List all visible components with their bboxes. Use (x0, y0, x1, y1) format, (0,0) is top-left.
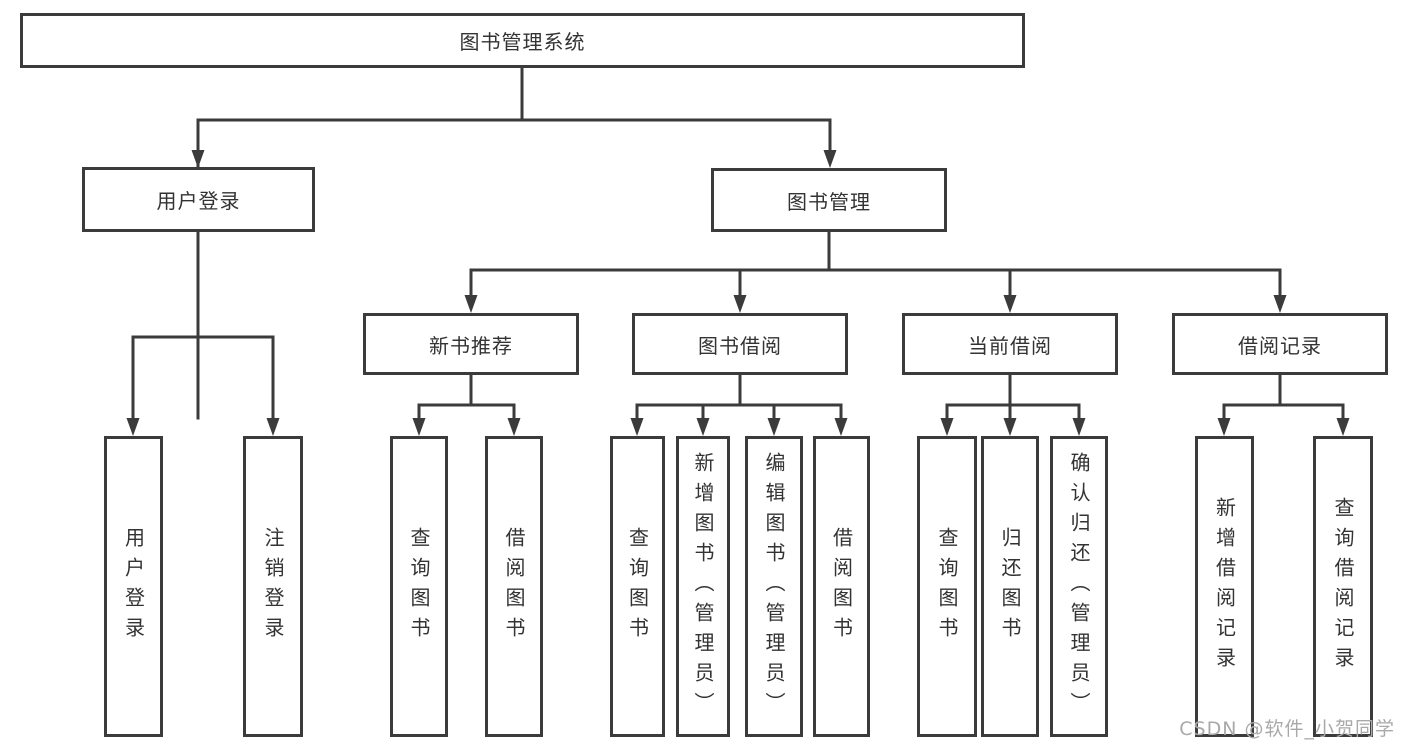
node-label: 查询借阅记录 (1331, 496, 1355, 677)
edges-borrow-records-children (1217, 373, 1350, 436)
edges-user-login-children (126, 230, 280, 436)
node-book-management: 图书管理 (711, 168, 947, 232)
node-label: 图书借阅 (698, 333, 782, 358)
node-label: 查询图书 (625, 526, 650, 647)
leaf-user-login: 用户登录 (104, 436, 163, 737)
leaf-confirm-return-admin: 确认归还（管理员） (1050, 436, 1108, 737)
node-label: 当前借阅 (968, 333, 1052, 358)
node-label: 借阅图书 (502, 526, 526, 647)
node-book-borrow: 图书借阅 (632, 313, 848, 375)
node-label: 用户登录 (121, 526, 146, 647)
leaf-query-book-recommend: 查询图书 (390, 436, 448, 737)
node-label: 新增借阅记录 (1212, 496, 1237, 677)
node-new-book-recommend: 新书推荐 (363, 313, 579, 375)
node-borrow-records: 借阅记录 (1172, 313, 1388, 375)
node-label: 用户登录 (156, 189, 241, 213)
leaf-query-book-current: 查询图书 (917, 436, 977, 737)
node-label: 确认归还（管理员） (1067, 451, 1091, 722)
node-current-borrow: 当前借阅 (902, 313, 1118, 375)
node-label: 查询图书 (935, 526, 959, 647)
leaf-borrow-book: 借阅图书 (813, 436, 870, 737)
node-label: 注销登录 (261, 526, 285, 647)
edges-current-borrow-children (940, 373, 1086, 436)
node-label: 图书管理系统 (459, 30, 586, 54)
leaf-logout-login: 注销登录 (243, 436, 303, 737)
leaf-query-book-borrow: 查询图书 (610, 436, 665, 737)
leaf-edit-book-admin: 编辑图书（管理员） (745, 436, 803, 737)
node-label: 新书推荐 (429, 333, 513, 358)
leaf-add-book-admin: 新增图书（管理员） (676, 436, 730, 737)
node-label: 归还图书 (998, 526, 1022, 647)
leaf-borrow-book-recommend: 借阅图书 (485, 436, 543, 737)
node-label: 查询图书 (407, 526, 431, 647)
edges-book-borrow-children (630, 373, 848, 436)
node-label: 编辑图书（管理员） (762, 451, 786, 722)
edges-book-management-children (464, 230, 1287, 313)
edges-new-book-recommend-children (412, 373, 521, 436)
leaf-return-book: 归还图书 (981, 436, 1039, 737)
node-user-login: 用户登录 (82, 167, 315, 232)
node-label: 图书管理 (787, 189, 871, 214)
csdn-watermark: CSDN @软件_小贺同学 (1179, 718, 1395, 740)
node-label: 借阅图书 (829, 526, 854, 647)
node-root-system: 图书管理系统 (20, 13, 1025, 68)
leaf-add-borrow-record: 新增借阅记录 (1195, 436, 1254, 737)
node-label: 借阅记录 (1238, 333, 1322, 358)
node-label: 新增图书（管理员） (691, 451, 715, 722)
leaf-query-borrow-record: 查询借阅记录 (1313, 436, 1373, 737)
